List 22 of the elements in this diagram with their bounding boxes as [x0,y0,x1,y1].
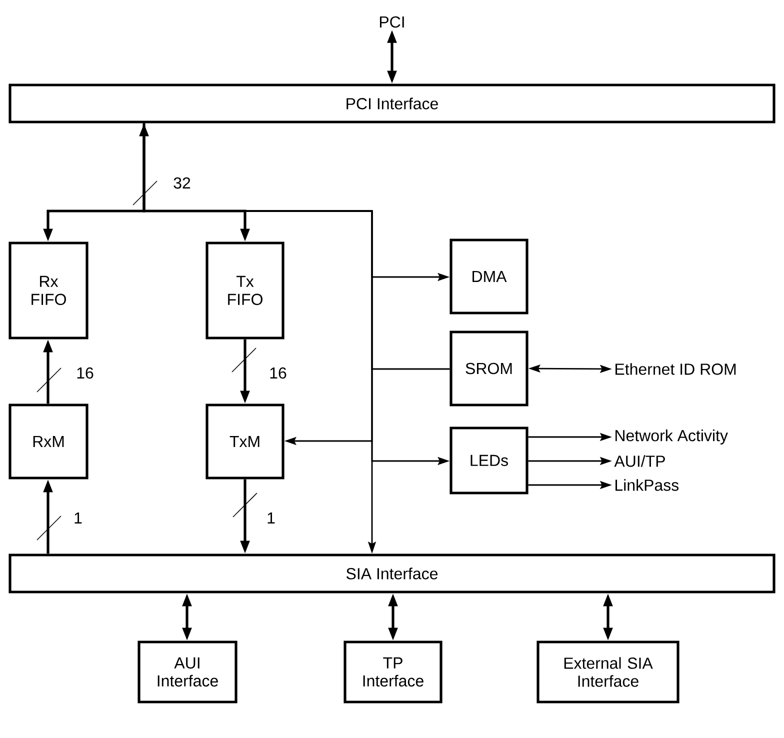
block-box: LEDs [450,426,528,494]
signal-label: Network Activity [616,430,728,444]
block-box: RxM [8,404,88,480]
interface-bar: PCI Interface [8,84,776,124]
signal-label: PCI [380,16,404,28]
block-box: TP Interface [344,640,442,704]
edge-label: 1 [74,512,82,524]
interface-bar: SIA Interface [8,554,776,594]
block-box: Rx FIFO [8,242,88,340]
edge-label: 32 [174,177,190,189]
block-box: DMA [450,238,528,314]
signal-label: AUI/TP [614,455,665,467]
signal-label: Ethernet ID ROM [616,363,736,375]
block-box: External SIA Interface [536,640,680,704]
block-box: AUI Interface [138,640,238,704]
signal-label: LinkPass [616,479,679,491]
edge-label: 16 [270,367,286,379]
edge-label: 16 [77,367,94,379]
block-box: Tx FIFO [206,242,284,340]
edge-label: 1 [268,512,275,524]
block-box: SROM [450,330,528,406]
block-box: TxM [206,404,284,480]
